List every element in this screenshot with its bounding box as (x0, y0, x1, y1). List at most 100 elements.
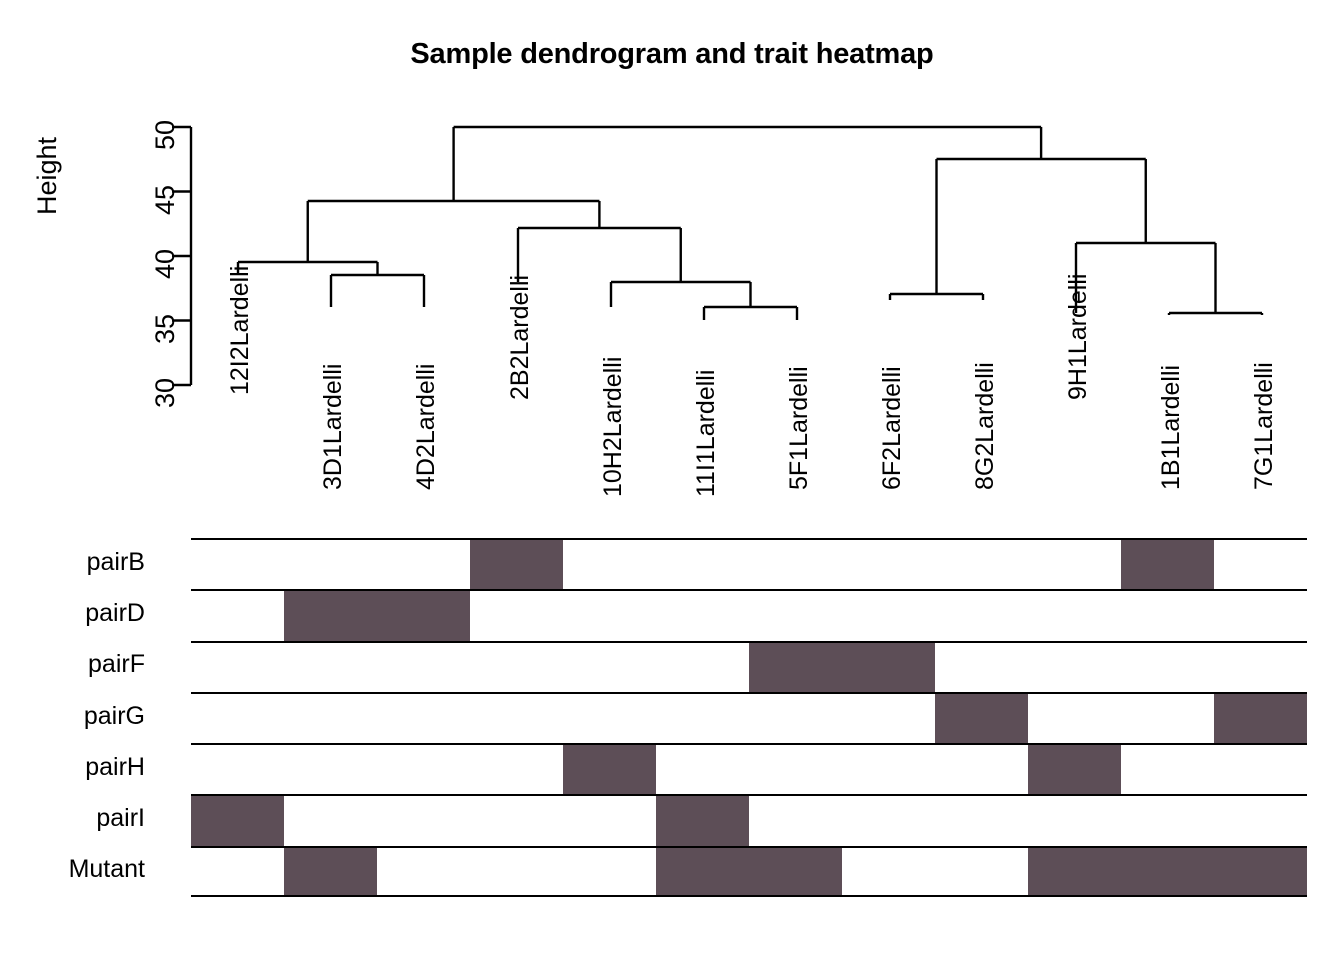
heatmap-cell (377, 693, 470, 744)
heatmap-row-pairi (191, 794, 1307, 846)
heatmap-cell (470, 693, 563, 744)
heatmap-row-label-pairi: pairI (96, 804, 145, 833)
heatmap-cell (284, 591, 377, 641)
heatmap-cell (377, 745, 470, 795)
heatmap-row-pairg (191, 691, 1307, 744)
heatmap-cell (377, 847, 470, 895)
heatmap-cell (377, 540, 470, 590)
heatmap-cell (563, 847, 656, 895)
heatmap-cell (1028, 591, 1121, 641)
heatmap-cell (656, 642, 749, 692)
heatmap-cell (191, 693, 284, 744)
heatmap-cell (1214, 847, 1307, 895)
heatmap-row-label-pairh: pairH (85, 752, 145, 781)
heatmap-row-paird (191, 589, 1307, 641)
heatmap-cell (656, 540, 749, 590)
heatmap-cell (1214, 745, 1307, 795)
heatmap-cell (284, 745, 377, 795)
heatmap-cell (1121, 745, 1214, 795)
heatmap-cell (749, 591, 842, 641)
heatmap-cell (749, 642, 842, 692)
heatmap-cell (1121, 540, 1214, 590)
heatmap-cell (191, 745, 284, 795)
heatmap-cell (191, 796, 284, 846)
heatmap-row-pairf (191, 640, 1307, 692)
leaf-label-6f2: 6F2Lardelli (878, 366, 906, 490)
leaf-label-8g2: 8G2Lardelli (971, 362, 999, 490)
leaf-label-4d2: 4D2Lardelli (412, 363, 440, 490)
heatmap-row-pairh (191, 743, 1307, 795)
heatmap-cell (284, 796, 377, 846)
leaf-label-2b2: 2B2Lardelli (506, 274, 534, 400)
heatmap-cell (842, 540, 935, 590)
heatmap-cell (563, 642, 656, 692)
heatmap-cell (842, 591, 935, 641)
heatmap-cell (1028, 642, 1121, 692)
heatmap-cell (749, 745, 842, 795)
heatmap-cell (1214, 540, 1307, 590)
heatmap-cell (656, 591, 749, 641)
heatmap-cell (842, 642, 935, 692)
leaf-label-5f1: 5F1Lardelli (785, 366, 813, 490)
heatmap-cell (1028, 745, 1121, 795)
heatmap-cell (935, 693, 1028, 744)
heatmap-cell (563, 796, 656, 846)
heatmap-cell (284, 847, 377, 895)
heatmap-cell (1214, 693, 1307, 744)
leaf-label-10h2: 10H2Lardelli (599, 356, 627, 497)
heatmap-cell (749, 847, 842, 895)
heatmap-cell (470, 796, 563, 846)
heatmap-row-mutant (191, 845, 1307, 897)
heatmap-cell (656, 693, 749, 744)
heatmap-row-label-pairb: pairB (86, 547, 145, 576)
heatmap-cell (1121, 642, 1214, 692)
heatmap-cell (470, 540, 563, 590)
leaf-label-3d1: 3D1Lardelli (319, 363, 347, 490)
heatmap-cell (1121, 796, 1214, 846)
heatmap-cell (935, 591, 1028, 641)
heatmap-cell (1121, 847, 1214, 895)
heatmap-cell (191, 642, 284, 692)
heatmap-cell (656, 796, 749, 846)
heatmap-row-label-pairf: pairF (88, 650, 145, 679)
heatmap-cell (935, 540, 1028, 590)
heatmap-cell (935, 642, 1028, 692)
leaf-label-1b1: 1B1Lardelli (1157, 364, 1185, 490)
heatmap-cell (377, 591, 470, 641)
heatmap-cell (470, 591, 563, 641)
heatmap-cell (656, 745, 749, 795)
heatmap-cell (284, 693, 377, 744)
leaf-label-9h1: 9H1Lardelli (1064, 273, 1092, 400)
heatmap-cell (1121, 591, 1214, 641)
page-title: Sample dendrogram and trait heatmap (410, 38, 934, 70)
heatmap-cell (1028, 796, 1121, 846)
heatmap-cell (1214, 642, 1307, 692)
heatmap-cell (935, 847, 1028, 895)
heatmap-cell (191, 540, 284, 590)
leaf-label-7g1: 7G1Lardelli (1250, 362, 1278, 490)
heatmap-row-label-pairg: pairG (83, 701, 145, 730)
heatmap-cell (377, 796, 470, 846)
heatmap-cell (749, 693, 842, 744)
heatmap-cell (470, 642, 563, 692)
heatmap-cell (1214, 591, 1307, 641)
heatmap-cell (563, 693, 656, 744)
heatmap-cell (563, 591, 656, 641)
heatmap-cell (749, 796, 842, 846)
heatmap-cell (470, 847, 563, 895)
heatmap-cell (935, 796, 1028, 846)
heatmap-cell (191, 847, 284, 895)
heatmap-cell (470, 745, 563, 795)
heatmap-row-label-mutant: Mutant (68, 855, 145, 884)
heatmap-cell (191, 591, 284, 641)
heatmap-cell (1214, 796, 1307, 846)
heatmap-cell (284, 540, 377, 590)
heatmap-cell (377, 642, 470, 692)
heatmap-cell (563, 745, 656, 795)
heatmap-cell (842, 693, 935, 744)
leaf-label-11i1: 11I1Lardelli (692, 369, 720, 497)
